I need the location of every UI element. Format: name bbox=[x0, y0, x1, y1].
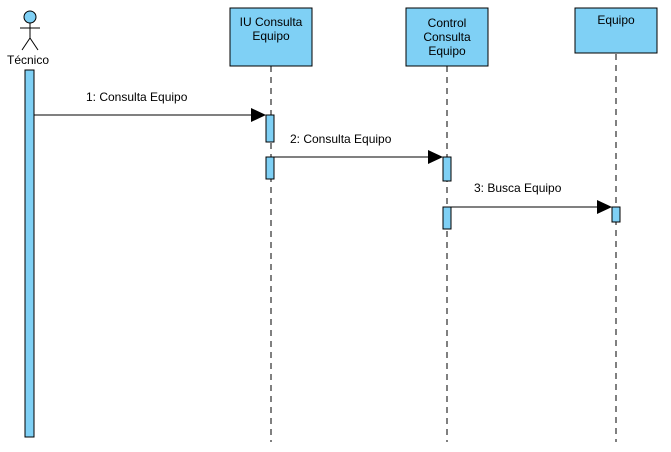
lifeline-box-equipo[interactable] bbox=[574, 7, 658, 54]
actor-name: Técnico bbox=[7, 53, 50, 67]
actor-activation-bar bbox=[24, 69, 35, 438]
lifeline-label-equipo: Equipo bbox=[597, 13, 635, 27]
activation-iu-2 bbox=[265, 156, 275, 180]
message-arrow-3[interactable] bbox=[451, 200, 612, 214]
activation-iu-1 bbox=[265, 114, 275, 143]
lifeline-box-control[interactable] bbox=[405, 7, 489, 67]
message-label-1: 1: Consulta Equipo bbox=[86, 90, 188, 104]
activation-control-1 bbox=[442, 156, 452, 182]
actor-head bbox=[23, 10, 37, 24]
actor-leg-right bbox=[29, 37, 39, 51]
actor-figure bbox=[20, 10, 40, 51]
message-label-2: 2: Consulta Equipo bbox=[290, 132, 392, 146]
message-label-3: 3: Busca Equipo bbox=[474, 181, 562, 195]
message-arrow-2[interactable] bbox=[274, 150, 443, 164]
message-arrow-1[interactable] bbox=[34, 108, 266, 122]
lifeline-label-iu: IU Consulta Equipo bbox=[239, 15, 303, 43]
lifeline-box-iu[interactable] bbox=[229, 7, 313, 67]
activation-control-2 bbox=[442, 206, 452, 230]
lifeline-label-control: Control Consulta Equipo bbox=[423, 16, 471, 58]
actor-leg-left bbox=[21, 37, 31, 51]
activation-equipo-1 bbox=[611, 206, 621, 223]
